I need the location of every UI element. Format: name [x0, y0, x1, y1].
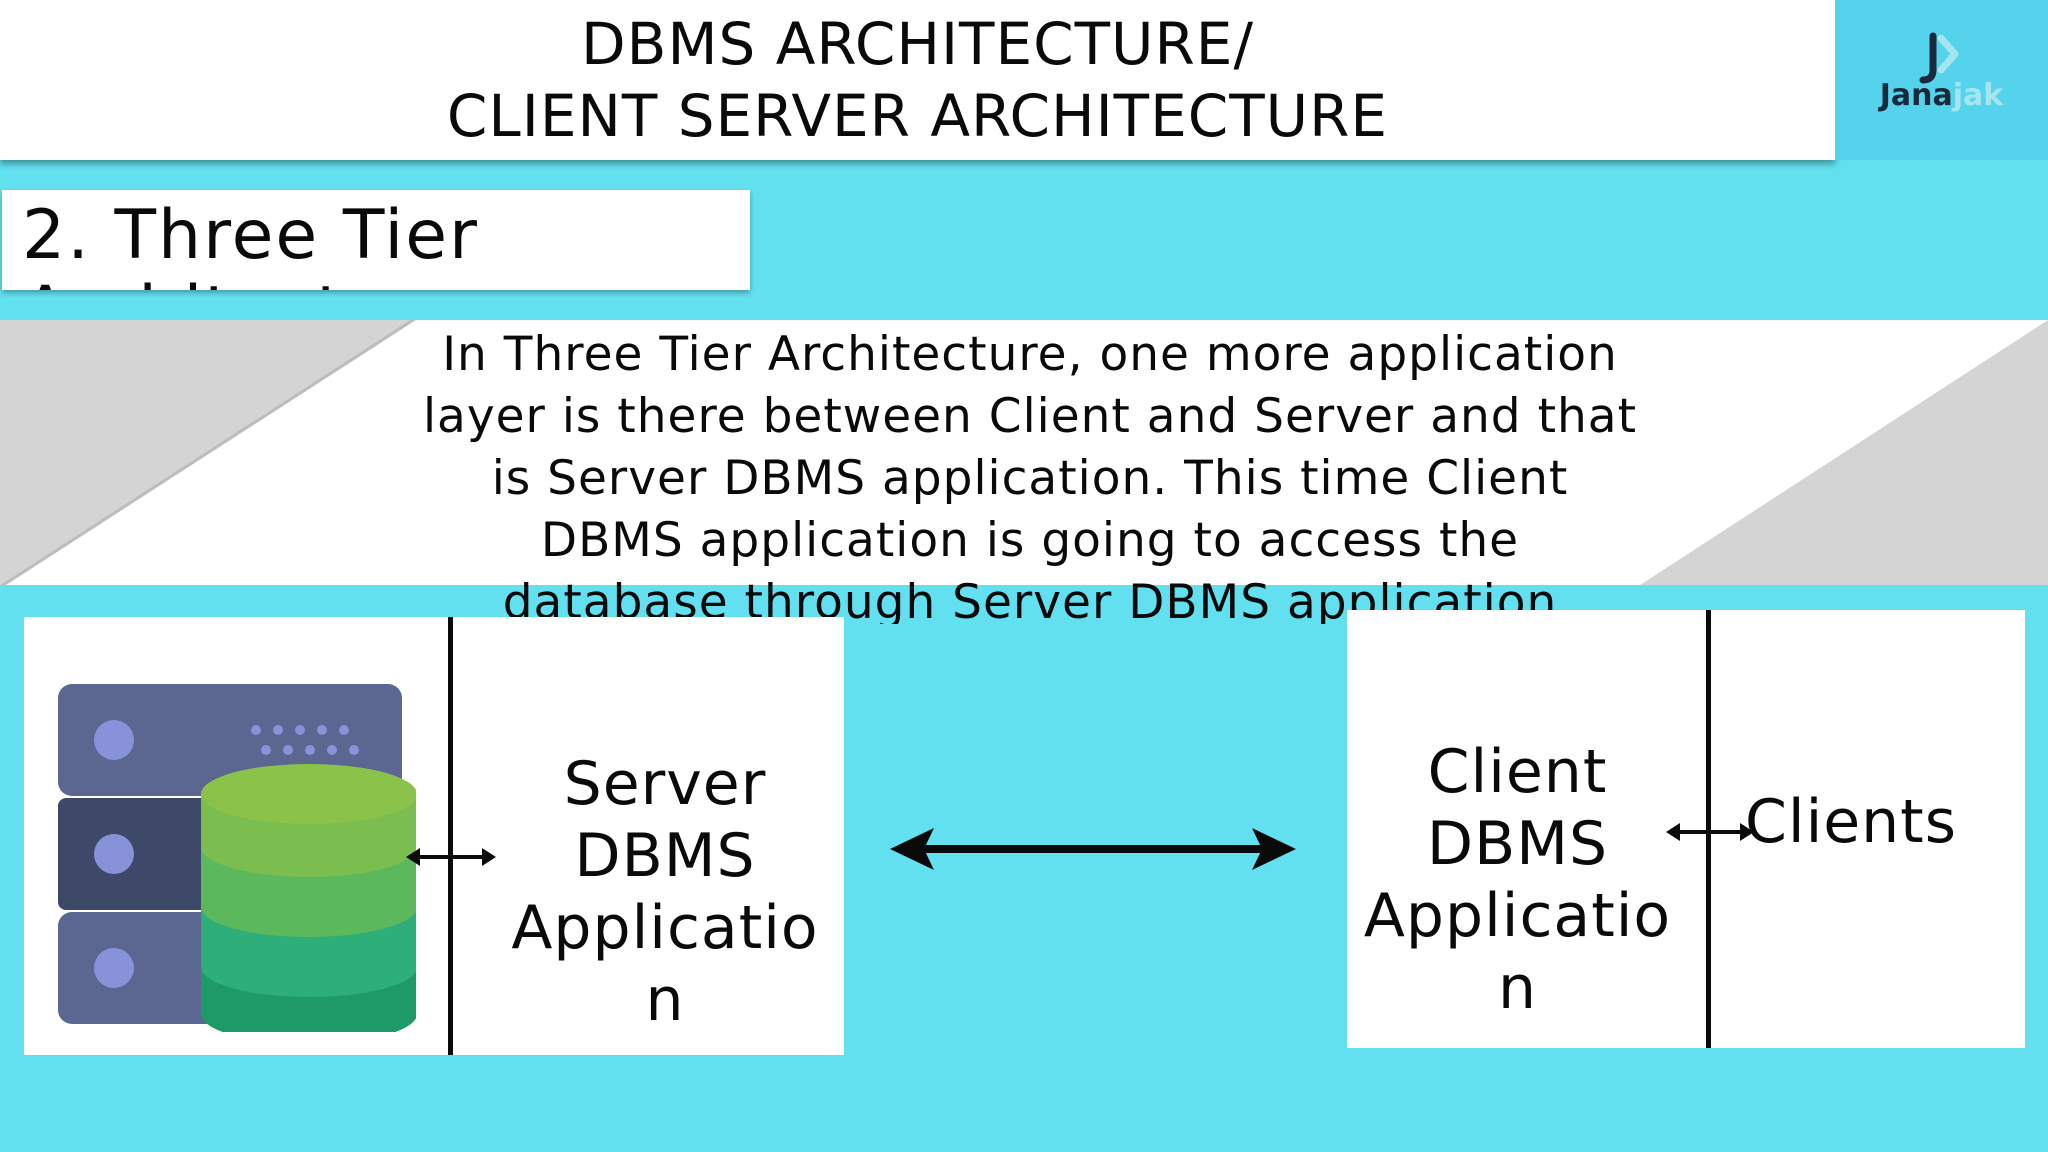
logo-wordmark: Janajak — [1835, 78, 2048, 113]
slide-title: DBMS ARCHITECTURE/ CLIENT SERVER ARCHITE… — [0, 0, 1835, 160]
clients-label: Clients — [1745, 787, 1957, 857]
logo-wordmark-light: jak — [1952, 78, 2004, 113]
janajak-logo-icon — [1919, 32, 1959, 84]
tier-connection-arrow-icon — [890, 828, 1296, 870]
server-dbms-application-label: Server DBMS Applicatio n — [511, 749, 819, 1035]
server-tier-divider — [448, 617, 453, 1055]
slide-title-line-2: CLIENT SERVER ARCHITECTURE — [446, 82, 1389, 150]
description-band — [0, 320, 2048, 585]
slide-title-line-1: DBMS ARCHITECTURE/ — [581, 10, 1254, 78]
section-title: 2. Three Tier Architecture — [22, 196, 480, 291]
right-triangle-decoration — [1640, 320, 2048, 585]
client-tier-panel — [1347, 610, 2025, 1048]
client-tier-divider — [1706, 610, 1711, 1048]
description-text: In Three Tier Architecture, one more app… — [422, 327, 1638, 624]
logo-panel — [1835, 0, 2048, 160]
client-arrow-icon — [1666, 823, 1754, 841]
server-database-icon — [58, 684, 416, 1032]
header-bar — [0, 0, 1835, 160]
logo-wordmark-dark: Jana — [1879, 78, 1953, 113]
section-title-box: 2. Three Tier Architecture — [2, 190, 750, 290]
description-band-decoration — [0, 320, 2048, 585]
left-triangle-edge — [0, 320, 416, 585]
server-db-arrow-icon — [406, 848, 496, 866]
client-dbms-application-label: Client DBMS Applicatio n — [1363, 737, 1672, 1023]
